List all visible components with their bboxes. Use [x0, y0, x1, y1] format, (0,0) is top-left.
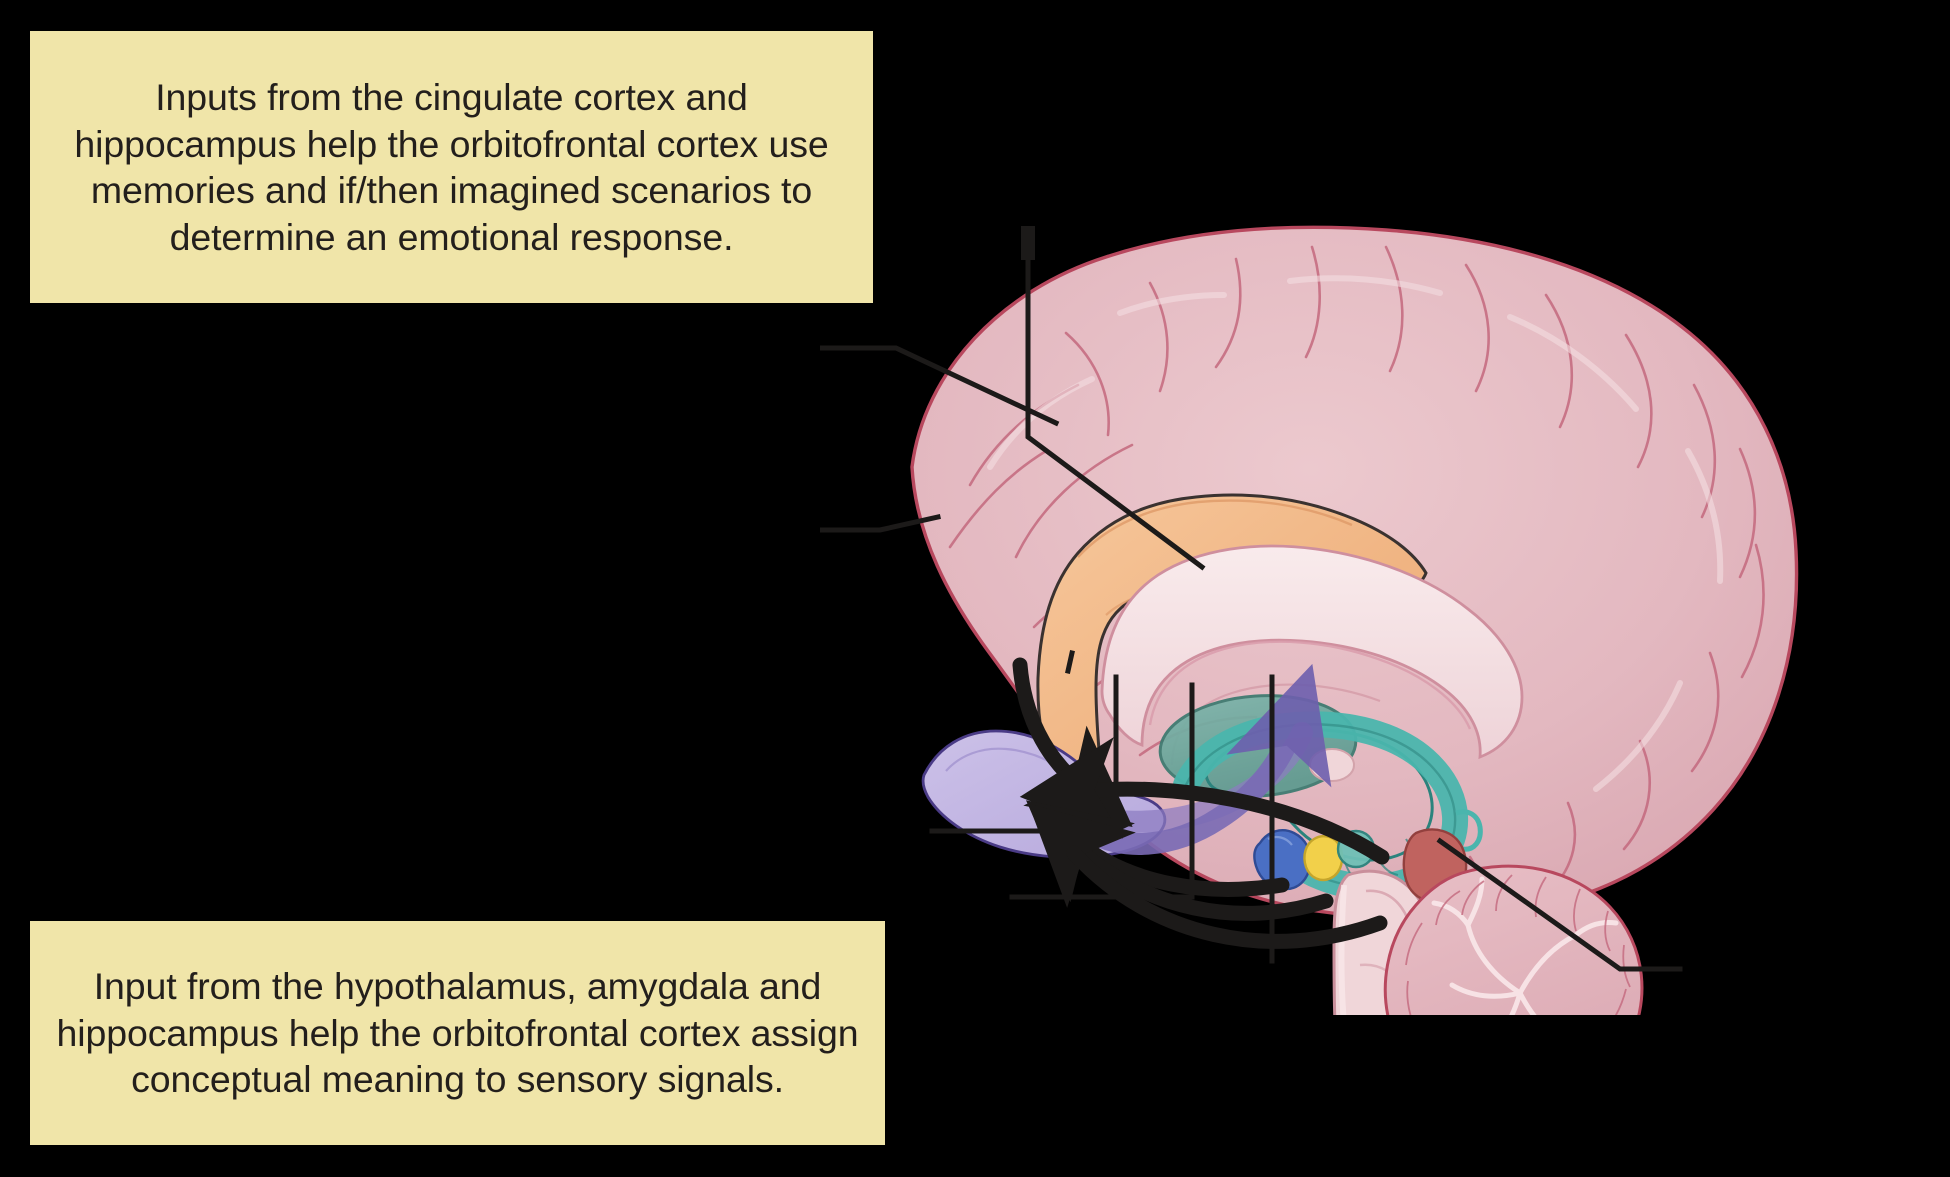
hippocampus-tail [1455, 809, 1483, 852]
callout-top-text: Inputs from the cingulate cortex and hip… [74, 76, 829, 258]
leader-line-ofc [820, 514, 941, 533]
callout-box-bottom: Input from the hypothalamus, amygdala an… [30, 921, 885, 1145]
leader-line-amygdala [929, 674, 1119, 834]
leader-line-cerebellum [1436, 837, 1683, 972]
brain-illustration [820, 185, 1950, 1015]
callout-bottom-text: Input from the hypothalamus, amygdala an… [56, 965, 859, 1101]
cerebellum-arbor-vitae [1431, 876, 1619, 1015]
arrow-hippocampus-to-ofc [1019, 737, 1390, 865]
leader-lines [820, 226, 1683, 972]
leader-line-cingulate-left [820, 345, 1060, 427]
cerebellum [1383, 864, 1644, 1015]
callout-box-top: Inputs from the cingulate cortex and hip… [30, 31, 873, 303]
leader-line-amygdala-stub [1065, 650, 1075, 674]
cerebellum-folia [1405, 874, 1631, 1015]
connection-arrows [1012, 657, 1390, 949]
arrow-sweep-lower [1066, 845, 1388, 949]
hypothalamus [1303, 835, 1344, 882]
massa-intermedia [1309, 748, 1355, 782]
leader-line-hypothalamus [1009, 682, 1195, 900]
arrow-hypothalamus-to-ofc [1028, 803, 1334, 921]
leader-line-cingulate-top [1025, 244, 1206, 571]
